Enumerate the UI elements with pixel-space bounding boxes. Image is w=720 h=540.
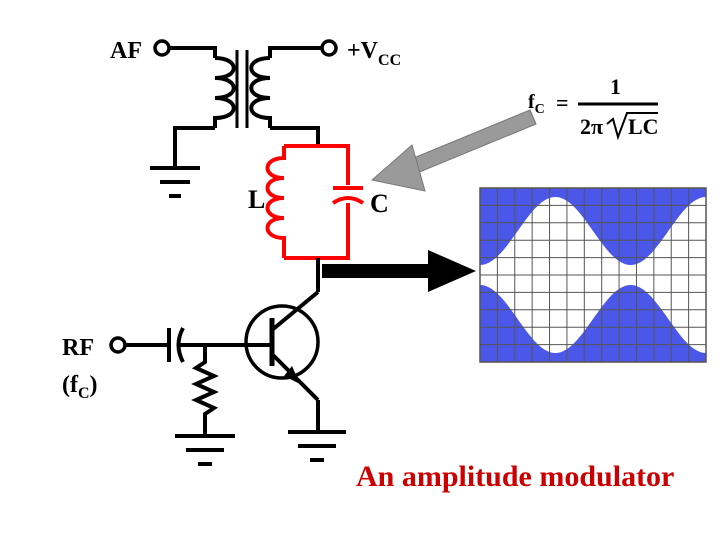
- diagram-caption: An amplitude modulator: [356, 460, 674, 493]
- capacitor-label: C: [370, 189, 389, 218]
- rf-terminal: [109, 336, 127, 354]
- scope-frame: [479, 187, 707, 363]
- scope-grid: [480, 188, 706, 362]
- upper-envelope-fill: [480, 188, 706, 265]
- resistor-ground-symbol: [175, 434, 235, 466]
- formula-denominator-coef: 2π: [580, 114, 603, 139]
- formula-equals: =: [556, 90, 569, 115]
- lc-tank: [265, 144, 365, 260]
- am-waveform-display: [479, 187, 707, 363]
- secondary-coil: [249, 56, 272, 128]
- rf-label: RF: [62, 335, 94, 361]
- emitter-ground-symbol: [288, 430, 346, 462]
- af-terminal: [153, 39, 171, 57]
- npn-transistor: [244, 290, 320, 432]
- capacitor-plate-bottom: [331, 196, 365, 205]
- primary-top-wire: [169, 46, 217, 58]
- formula-sqrt-sign: [606, 112, 658, 141]
- formula-pointer-arrow: [370, 109, 537, 192]
- collector-lead: [270, 290, 320, 332]
- af-transformer: [153, 39, 338, 168]
- bias-resistor: [191, 345, 219, 434]
- inductor-coil: [265, 146, 286, 258]
- tank-bottom-wire: [284, 203, 350, 260]
- primary-ground-symbol: [150, 166, 200, 198]
- output-arrow: [322, 250, 476, 292]
- af-label: AF: [110, 38, 142, 64]
- primary-bottom-wire: [173, 126, 215, 168]
- transistor-body: [244, 304, 320, 380]
- vcc-terminal: [320, 39, 338, 57]
- rf-input-network: [109, 327, 272, 434]
- vcc-label: +VCC: [347, 38, 401, 69]
- primary-coil: [213, 56, 236, 128]
- resonant-frequency-formula: fC = 1 2π LC: [528, 74, 659, 141]
- lower-envelope-fill: [480, 285, 706, 362]
- formula-numerator: 1: [610, 74, 621, 99]
- formula-lhs: fC: [528, 91, 545, 117]
- rf-frequency-label: (fC): [62, 372, 98, 402]
- formula-denominator-radicand: LC: [628, 114, 659, 139]
- secondary-bottom-wire: [270, 126, 320, 146]
- tank-top-wire: [284, 144, 350, 185]
- secondary-top-wire: [268, 46, 322, 58]
- inductor-label: L: [248, 185, 265, 214]
- emitter-arrow: [284, 366, 300, 384]
